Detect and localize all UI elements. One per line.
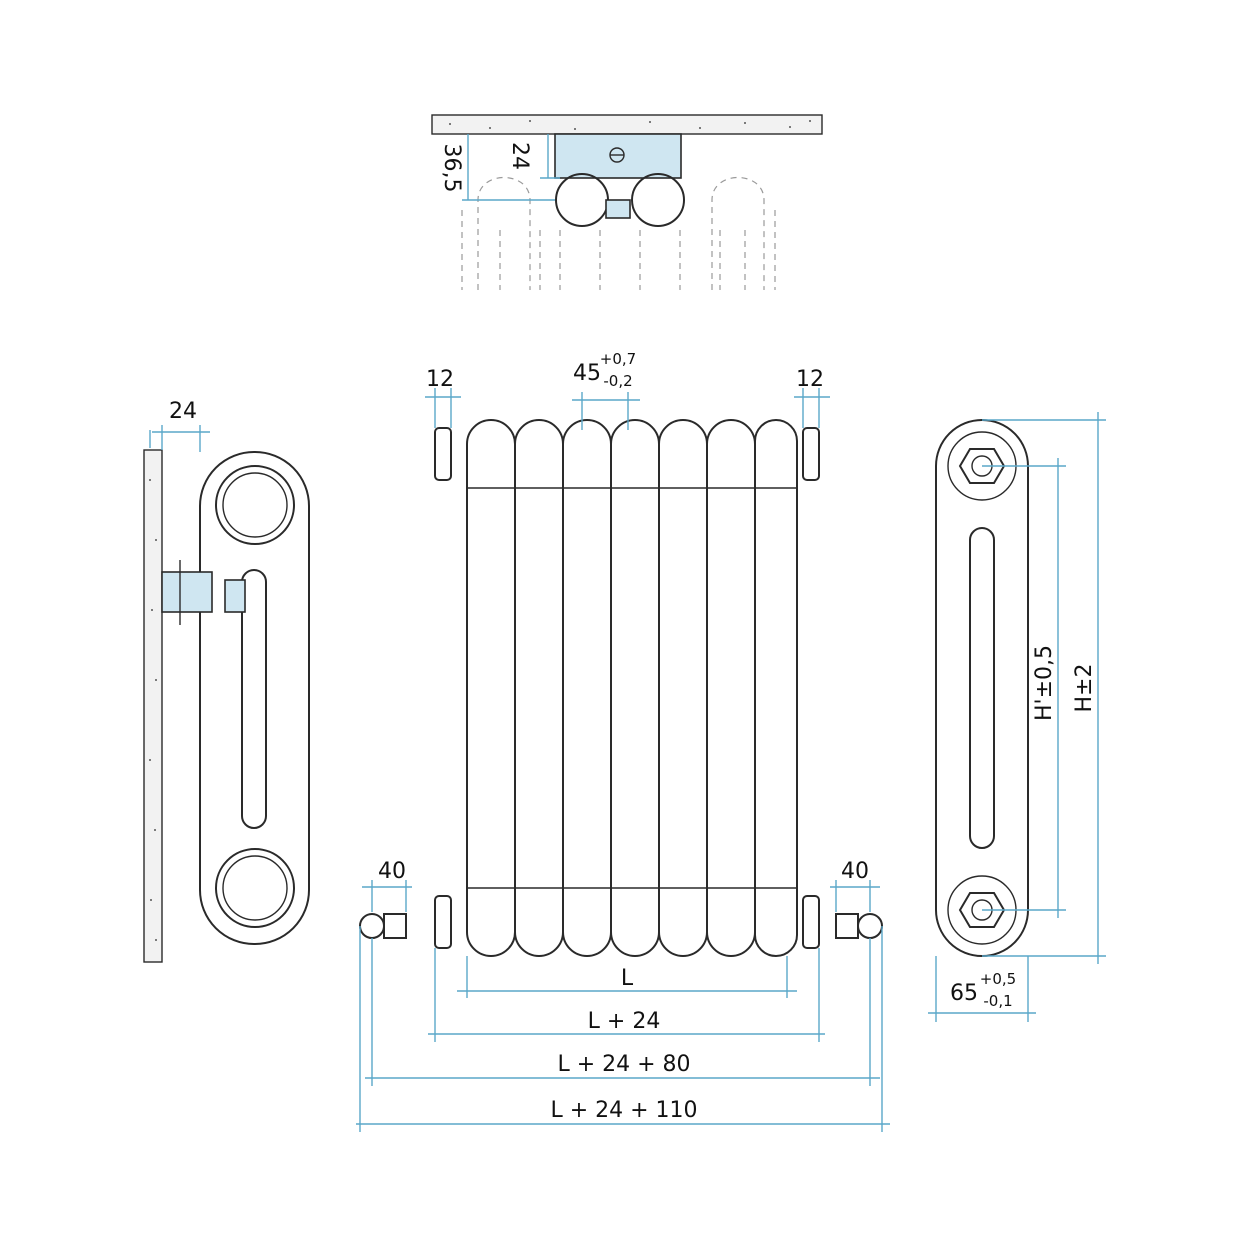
plug-top-right — [802, 427, 820, 481]
side-bracket — [161, 571, 213, 613]
plug-bottom-left — [434, 895, 452, 949]
dim-plug-left: 12 — [426, 367, 454, 392]
dim-depth-tol-minus: -0,1 — [983, 992, 1012, 1010]
front-view: 12 12 45 +0,7 -0,2 40 40 L L + 24 L + 24… — [356, 350, 890, 1132]
dim-pitch-tol-minus: -0,2 — [603, 372, 632, 390]
dim-length-l24-80: L + 24 + 80 — [557, 1052, 690, 1077]
dim-length-l: L — [621, 966, 634, 991]
side-column — [199, 451, 310, 945]
dim-pitch-tol-plus: +0,7 — [600, 350, 636, 368]
dim-valve-left: 40 — [378, 859, 406, 884]
top-wall-speckle — [449, 120, 811, 130]
dim-length-l24: L + 24 — [588, 1009, 661, 1034]
top-view: 36,5 24 — [431, 114, 823, 290]
top-wall — [431, 114, 823, 135]
tube-left — [555, 173, 609, 227]
dim-top-36-5: 36,5 — [439, 144, 464, 193]
dim-valve-right: 40 — [841, 859, 869, 884]
dim-side-24: 24 — [169, 399, 197, 424]
valve-right-icon — [857, 913, 883, 939]
side-view: 24 — [143, 399, 310, 963]
dim-pitch-45: 45 — [573, 361, 601, 386]
bracket-clip — [605, 199, 631, 219]
dim-depth-tol-plus: +0,5 — [980, 970, 1016, 988]
plug-top-left — [434, 427, 452, 481]
valve-left-icon — [359, 913, 385, 939]
end-slot — [969, 527, 995, 849]
dim-length-l24-110: L + 24 + 110 — [550, 1098, 697, 1123]
dim-centre-height: H'±0,5 — [1032, 645, 1057, 721]
end-view: H'±0,5 H±2 65 +0,5 -0,1 — [928, 412, 1106, 1022]
dim-height: H±2 — [1072, 664, 1097, 713]
dim-plug-right: 12 — [796, 367, 824, 392]
radiator-columns — [466, 419, 798, 957]
dim-depth-65: 65 — [950, 981, 978, 1006]
dim-top-24: 24 — [507, 142, 532, 170]
wall-bracket — [554, 133, 682, 179]
tube-right — [631, 173, 685, 227]
ghost-columns — [461, 177, 776, 290]
side-clip — [224, 579, 246, 613]
side-wall — [143, 449, 163, 963]
side-wall-speckle — [149, 479, 157, 941]
plug-bottom-right — [802, 895, 820, 949]
side-slot — [241, 569, 267, 829]
